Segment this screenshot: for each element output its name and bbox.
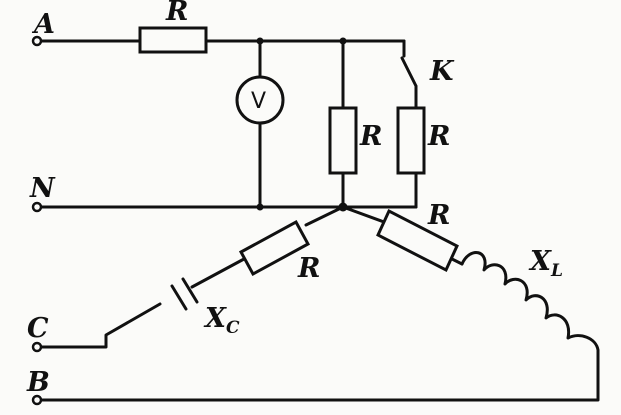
capacitor-plate-2: [170, 284, 188, 311]
terminal-a: [31, 35, 43, 47]
label-capacitor: XC: [203, 303, 240, 338]
label-inductor-main: X: [528, 246, 552, 277]
label-switch: K: [429, 56, 455, 87]
terminal-n: [31, 201, 43, 213]
junction-voltmeter: [256, 37, 264, 45]
terminal-c: [31, 341, 43, 353]
label-node-b: B: [26, 367, 50, 398]
label-resistor-middle: R: [359, 121, 382, 152]
junction-voltmeter-n: [256, 203, 264, 211]
wire-switch-branch: [400, 39, 418, 209]
junction-middle: [339, 37, 347, 45]
label-resistor-c-phase: R: [297, 253, 320, 284]
inductor: [38, 251, 600, 402]
junction-star-point: [338, 202, 348, 212]
label-capacitor-main: X: [203, 303, 227, 334]
terminal-b: [31, 394, 43, 406]
label-capacitor-sub: C: [226, 318, 240, 338]
resistor-c-phase: [238, 219, 311, 277]
label-inductor-sub: L: [550, 261, 563, 281]
resistor-switch-branch: [396, 106, 426, 175]
label-node-a: A: [31, 9, 55, 40]
label-resistor-b-phase: R: [427, 200, 450, 231]
label-node-n: N: [29, 173, 56, 204]
voltmeter: [235, 75, 285, 125]
label-node-c: C: [27, 313, 49, 344]
capacitor: [170, 277, 199, 311]
resistor-top: [138, 26, 208, 54]
wire-c-phase: [38, 205, 345, 349]
resistor-b-phase: [376, 208, 459, 273]
voltmeter-label: V: [251, 89, 266, 114]
label-resistor-switch-branch: R: [427, 121, 450, 152]
label-inductor: XL: [528, 246, 563, 281]
label-resistor-top: R: [165, 0, 188, 27]
resistor-middle: [328, 106, 358, 175]
capacitor-plate-1: [181, 277, 199, 304]
